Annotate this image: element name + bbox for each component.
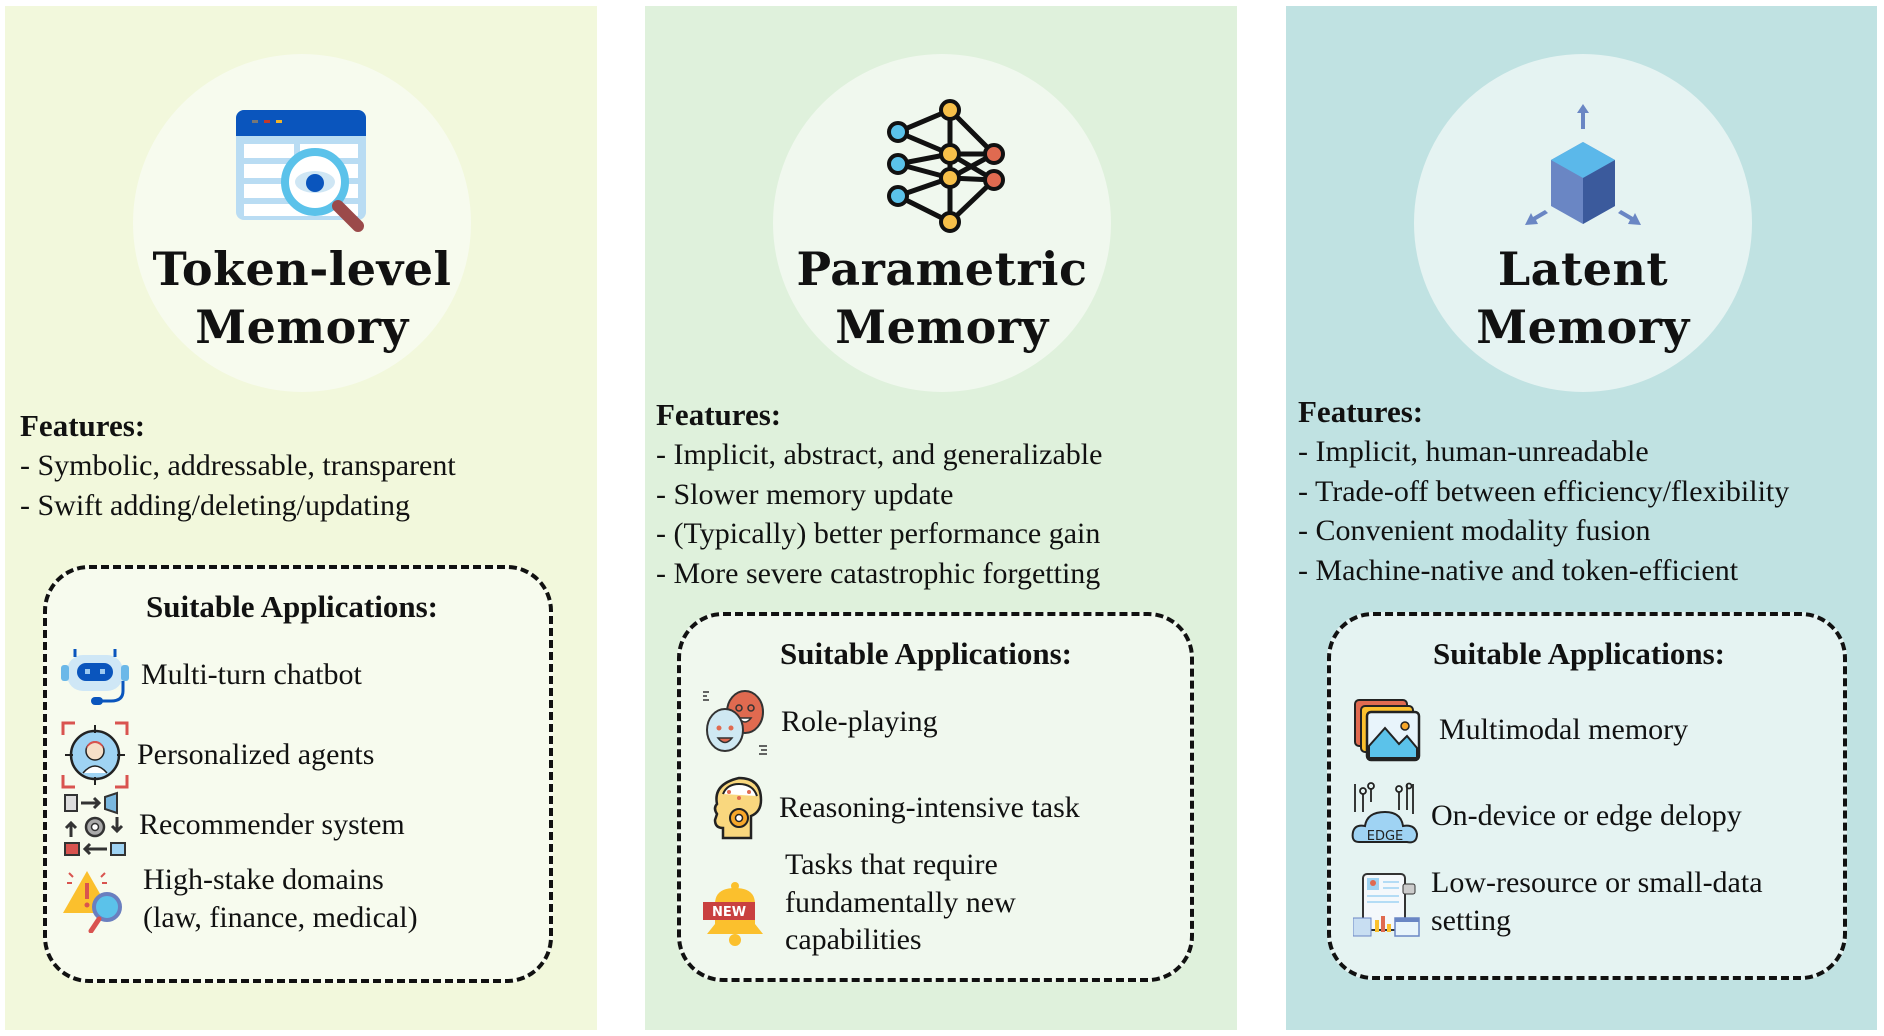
feature-item: - Convenient modality fusion: [1298, 514, 1651, 547]
applications-heading: Suitable Applications:: [1433, 636, 1725, 671]
application-label: Multi-turn chatbot: [141, 658, 362, 691]
title-line-1: Latent: [1497, 242, 1669, 296]
svg-text:NEW: NEW: [712, 905, 746, 920]
feature-item: - Implicit, human-unreadable: [1298, 435, 1649, 468]
applications-box: Suitable Applications: Role-playing: [677, 612, 1194, 982]
table-magnifier-eye-icon: [236, 110, 366, 232]
neural-network-icon: [887, 99, 1005, 233]
application-item: Multimodal memory: [1353, 696, 1688, 764]
application-item: NEW Tasks that require fundamentally new…: [701, 846, 1016, 959]
feature-item: - Slower memory update: [656, 477, 954, 511]
panel-title: Latent Memory: [1414, 240, 1752, 356]
features-heading: Features:: [1298, 394, 1424, 429]
applications-heading: Suitable Applications:: [780, 636, 1072, 671]
title-line-1: Parametric: [796, 242, 1088, 296]
svg-text:EDGE: EDGE: [1367, 829, 1404, 844]
application-label: Personalized agents: [137, 738, 375, 771]
application-label: High-stake domains (law, finance, medica…: [143, 861, 418, 937]
title-line-2: Memory: [835, 300, 1049, 354]
feature-item: - (Typically) better performance gain: [656, 517, 1101, 550]
application-item: High-stake domains (law, finance, medica…: [61, 863, 418, 937]
multimodal-images-icon: [1354, 699, 1421, 762]
application-item: Personalized agents: [61, 721, 374, 789]
application-label-line: Low-resource or small-data: [1431, 866, 1763, 899]
title-circle: Token-level Memory: [133, 54, 471, 392]
features-section: Features: - Implicit, human-unreadable -…: [1298, 392, 1873, 590]
application-item: Recommender system: [61, 791, 405, 859]
features-heading: Features:: [20, 408, 146, 443]
application-item: Role-playing: [701, 688, 938, 756]
applications-box: Suitable Applications: Multi-turn chatbo…: [43, 565, 553, 983]
feature-item: - Swift adding/deleting/updating: [20, 488, 410, 522]
warning-magnifier-icon: [63, 871, 122, 933]
panel-title: Parametric Memory: [773, 240, 1111, 356]
feature-item: - More severe catastrophic forgetting: [656, 556, 1101, 590]
application-label-line: capabilities: [785, 923, 922, 956]
application-label-line: fundamentally new: [785, 885, 1016, 919]
panel-title: Token-level Memory: [133, 240, 471, 356]
theater-masks-icon: [703, 690, 767, 755]
feature-item: - Symbolic, addressable, transparent: [20, 449, 456, 482]
application-item: Multi-turn chatbot: [61, 641, 362, 709]
small-data-dashboard-icon: [1353, 873, 1420, 937]
title-circle: Parametric Memory: [773, 54, 1111, 392]
edge-cloud-icon: EDGE: [1351, 782, 1419, 844]
chatbot-headset-icon: [61, 649, 129, 705]
applications-box: Suitable Applications: Multimodal memory: [1327, 612, 1847, 980]
parametric-memory-panel: Parametric Memory Features: - Implicit, …: [645, 6, 1237, 1030]
application-label: On-device or edge delopy: [1431, 799, 1742, 832]
application-label: Multimodal memory: [1439, 713, 1689, 746]
latent-memory-panel: Latent Memory Features: - Implicit, huma…: [1286, 6, 1877, 1030]
features-section: Features: - Symbolic, addressable, trans…: [20, 406, 593, 525]
application-label-line: High-stake domains: [143, 863, 384, 896]
feature-item: - Implicit, abstract, and generalizable: [656, 438, 1103, 471]
cube-axes-icon: [1525, 104, 1641, 225]
application-item: EDGE On-device or edge delopy: [1351, 782, 1742, 850]
application-item: Reasoning-intensive task: [703, 774, 1080, 842]
title-line-2: Memory: [195, 300, 409, 354]
feature-item: - Trade-off between efficiency/flexibili…: [1298, 474, 1790, 508]
application-item: Low-resource or small-data setting: [1353, 866, 1763, 940]
token-level-memory-panel: Token-level Memory Features: - Symbolic,…: [5, 6, 597, 1030]
application-label: Low-resource or small-data setting: [1431, 864, 1763, 940]
application-label: Tasks that require fundamentally new cap…: [785, 846, 1016, 959]
recommender-cycle-icon: [64, 791, 126, 856]
features-heading: Features:: [656, 397, 782, 432]
application-label-line: Tasks that require: [785, 848, 998, 881]
application-label: Reasoning-intensive task: [779, 791, 1080, 824]
title-line-2: Memory: [1476, 300, 1690, 354]
application-label: Role-playing: [781, 705, 938, 738]
title-line-1: Token-level: [152, 242, 452, 296]
title-circle: Latent Memory: [1414, 54, 1752, 392]
application-label-line: (law, finance, medical): [143, 901, 418, 934]
application-label: Recommender system: [139, 808, 405, 841]
new-bell-icon: NEW: [703, 882, 763, 946]
feature-item: - Machine-native and token-efficient: [1298, 553, 1739, 587]
features-section: Features: - Implicit, abstract, and gene…: [656, 395, 1233, 593]
brain-gear-head-icon: [713, 776, 763, 840]
application-label-line: setting: [1431, 904, 1511, 937]
personalized-agent-target-icon: [61, 721, 129, 789]
applications-heading: Suitable Applications:: [146, 589, 438, 624]
